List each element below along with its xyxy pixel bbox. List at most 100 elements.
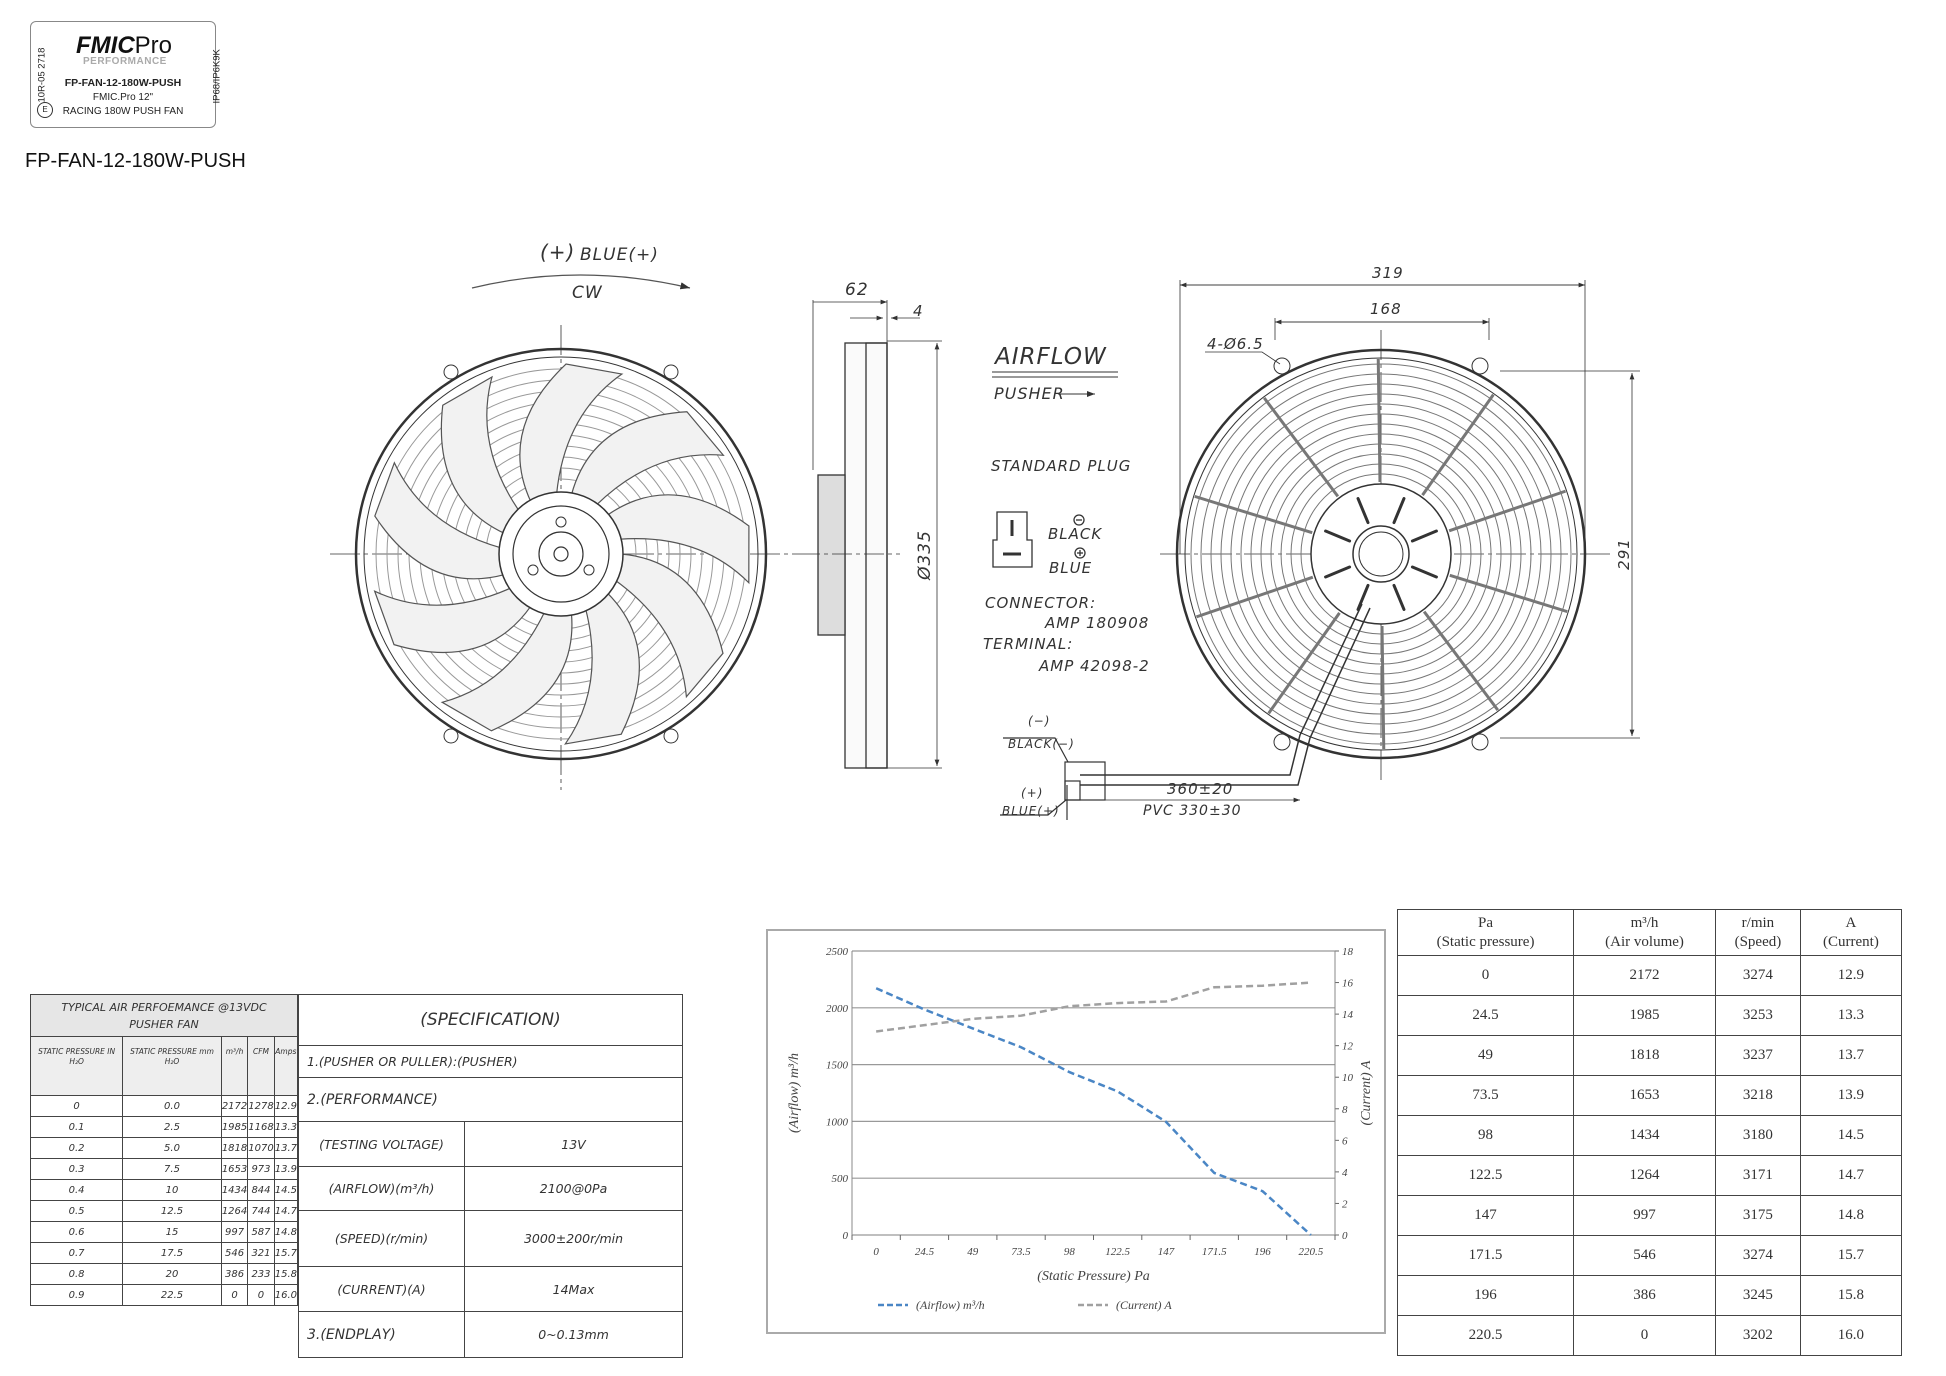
side-view-drawing xyxy=(800,299,942,769)
perf-row-cell: 0.3 xyxy=(29,1158,124,1180)
fan-blade xyxy=(373,587,532,654)
y-tick-label: 2500 xyxy=(826,946,849,958)
perf-row-cell: 546 xyxy=(220,1242,249,1264)
wire-connector-icon xyxy=(1000,737,1106,820)
perf-row-cell: 1653 xyxy=(220,1158,249,1180)
spec-item-1: 1.(PUSHER OR PULLER):(PUSHER) xyxy=(298,1045,683,1078)
y2-tick-label: 14 xyxy=(1342,1009,1354,1021)
perf-col-header: CFM xyxy=(247,1036,275,1096)
negative-sign: (−) xyxy=(1028,714,1051,728)
motor-rib xyxy=(1324,565,1352,579)
perf-col-header: STATIC PRESSURE IN H₂O xyxy=(29,1036,124,1096)
y-tick-label: 500 xyxy=(832,1173,849,1185)
spec-label: (TESTING VOLTAGE) xyxy=(298,1121,465,1167)
data-row-cell: 1264 xyxy=(1573,1155,1716,1196)
data-row-cell: 3245 xyxy=(1715,1275,1801,1316)
grille-ring xyxy=(1210,383,1552,725)
data-row-cell: 1434 xyxy=(1573,1115,1716,1156)
positive-wire-label: BLUE(+) xyxy=(1002,804,1060,818)
data-row-cell: 0 xyxy=(1396,955,1575,996)
x-tick-label: 220.5 xyxy=(1298,1246,1323,1258)
grille-ring xyxy=(1230,403,1532,705)
perf-row-cell: 1168 xyxy=(247,1116,275,1138)
perf-row-cell: 0.0 xyxy=(122,1095,222,1117)
y2-tick-label: 2 xyxy=(1342,1198,1348,1210)
data-row-cell: 3237 xyxy=(1715,1035,1801,1076)
outer-diameter-dimension: Ø335 xyxy=(914,530,935,580)
data-col-header: r/min(Speed) xyxy=(1715,909,1801,956)
perf-row-cell: 0.9 xyxy=(29,1284,124,1306)
y-tick-label: 0 xyxy=(843,1230,849,1242)
perf-row-cell: 20 xyxy=(122,1263,222,1285)
specification-table: (SPECIFICATION) 1.(PUSHER OR PULLER):(PU… xyxy=(298,994,683,1358)
motor-rib xyxy=(1356,583,1370,611)
data-row-cell: 15.8 xyxy=(1799,1275,1903,1316)
data-row-cell: 1985 xyxy=(1573,995,1716,1036)
grille-spoke xyxy=(1421,393,1495,497)
grille-spoke xyxy=(1267,611,1341,715)
grille-ring xyxy=(1260,433,1502,675)
data-row-cell: 98 xyxy=(1396,1115,1575,1156)
y2-tick-label: 0 xyxy=(1342,1230,1348,1242)
perf-row-cell: 5.0 xyxy=(122,1137,222,1159)
negative-wire-label: BLACK(−) xyxy=(1008,737,1075,751)
data-row-cell: 147 xyxy=(1396,1195,1575,1236)
depth-dimension: 62 xyxy=(845,280,869,300)
perf-row-cell: 744 xyxy=(247,1200,275,1222)
flange-dimension: 4 xyxy=(913,302,924,320)
spec-value: 3000±200r/min xyxy=(464,1210,683,1267)
y2-tick-label: 8 xyxy=(1342,1104,1348,1116)
grille-spoke xyxy=(1449,573,1568,614)
front-view-drawing xyxy=(330,325,800,790)
motor-rib xyxy=(1410,565,1438,579)
grille-spoke xyxy=(1376,358,1382,483)
data-row-cell: 997 xyxy=(1573,1195,1716,1236)
terminal-value: AMP 42098-2 xyxy=(1039,657,1150,675)
perf-row-cell: 15.8 xyxy=(273,1263,299,1285)
motor-rib xyxy=(1410,529,1438,543)
x-tick-label: 196 xyxy=(1254,1246,1271,1258)
data-row-cell: 1653 xyxy=(1573,1075,1716,1116)
data-row-cell: 171.5 xyxy=(1396,1235,1575,1276)
series-line-airflow xyxy=(875,987,1312,1236)
data-row-cell: 3171 xyxy=(1715,1155,1801,1196)
perf-col-header: Amps xyxy=(273,1036,299,1096)
motor-rib xyxy=(1392,583,1406,611)
fan-blade xyxy=(440,611,573,732)
y2-tick-label: 16 xyxy=(1342,978,1354,990)
back-view-drawing xyxy=(1080,280,1640,803)
data-row-cell: 196 xyxy=(1396,1275,1575,1316)
cable-length: 360±20 xyxy=(1167,780,1234,798)
data-row-cell: 24.5 xyxy=(1396,995,1575,1036)
data-row-cell: 3218 xyxy=(1715,1075,1801,1116)
motor-rib xyxy=(1392,497,1406,525)
width-dimension: 319 xyxy=(1372,264,1404,282)
data-row-cell: 122.5 xyxy=(1396,1155,1575,1196)
rotation-direction: CW xyxy=(572,283,603,303)
data-col-header: Pa(Static pressure) xyxy=(1396,909,1575,956)
y2-tick-label: 4 xyxy=(1342,1167,1348,1179)
grille-ring xyxy=(1250,423,1512,685)
grille-spoke xyxy=(1195,575,1314,619)
data-row-cell: 14.7 xyxy=(1799,1155,1903,1196)
perf-row-cell: 13.3 xyxy=(273,1116,299,1138)
connector-value: AMP 180908 xyxy=(1045,614,1150,632)
data-row-cell: 1818 xyxy=(1573,1035,1716,1076)
fan-blade xyxy=(614,553,724,699)
perf-row-cell: 0.8 xyxy=(29,1263,124,1285)
x-tick-label: 49 xyxy=(967,1246,979,1258)
data-row-cell: 3274 xyxy=(1715,1235,1801,1276)
data-row-cell: 220.5 xyxy=(1396,1315,1575,1356)
rotation-polarity: (+) xyxy=(540,240,576,264)
perf-row-cell: 2172 xyxy=(220,1095,249,1117)
grille-ring xyxy=(1270,443,1492,665)
perf-col-header: m³/h xyxy=(220,1036,249,1096)
data-row-cell: 13.7 xyxy=(1799,1035,1903,1076)
series-line-current xyxy=(875,981,1311,1033)
perf-row-cell: 7.5 xyxy=(122,1158,222,1180)
perf-row-cell: 1278 xyxy=(247,1095,275,1117)
